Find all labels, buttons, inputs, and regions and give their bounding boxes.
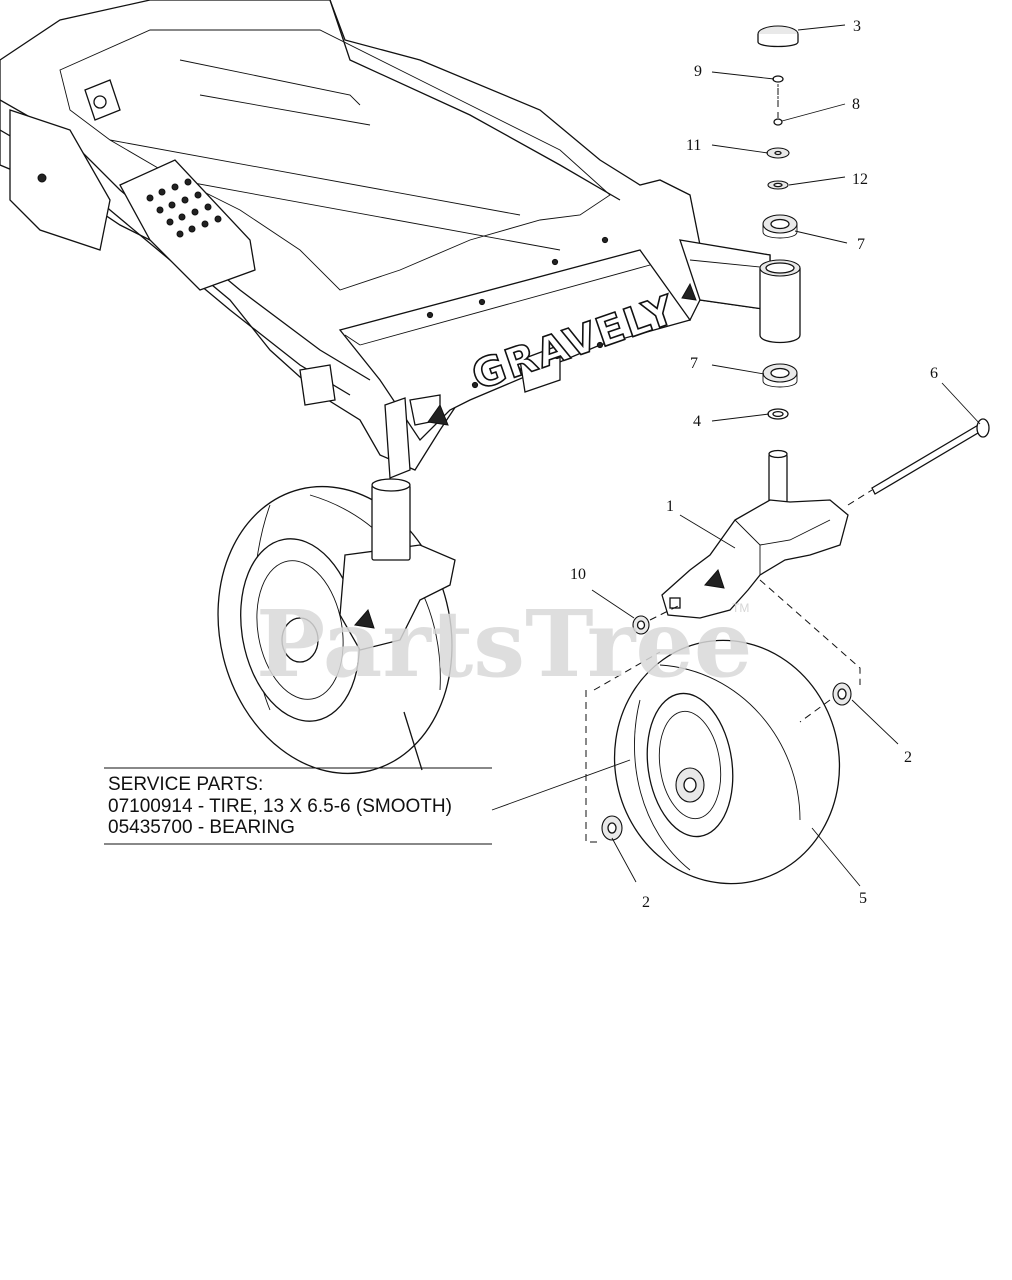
callout-4: 4 [693,413,701,430]
washer-8 [773,118,783,126]
service-parts-note: SERVICE PARTS: 07100914 - TIRE, 13 X 6.5… [104,767,492,845]
bearing-lower [762,363,798,388]
tire-wheel [613,639,841,885]
callout-8: 8 [852,96,860,113]
spacer-right [832,682,852,706]
left-caster-wheel-assembly [217,478,456,775]
callout-6: 6 [930,365,938,382]
callout-7-upper: 7 [857,236,865,253]
washer-11 [766,147,790,159]
callout-3: 3 [853,18,861,35]
lock-nut [632,615,650,635]
dust-cap [757,25,799,48]
service-part-bearing: 05435700 - BEARING [108,817,295,838]
callout-10: 10 [570,566,586,583]
exploded-parts [585,25,990,885]
callout-2-left: 2 [642,894,650,911]
washer-12 [767,180,789,190]
partstree-watermark: PartsTree TM [256,590,752,698]
service-part-tire: 07100914 - TIRE, 13 X 6.5-6 (SMOOTH) [108,796,452,817]
callout-labels: 3 9 8 11 12 7 7 4 6 1 10 2 2 5 [570,18,938,911]
svg-text:PartsTree: PartsTree [256,590,752,698]
mower-frame: GRAVELY [0,0,771,479]
caster-yoke [661,449,849,619]
svg-text:TM: TM [732,601,749,615]
axle-bolt [847,418,990,506]
callout-1: 1 [666,498,674,515]
bearing-upper [762,214,798,239]
service-parts-heading: SERVICE PARTS: [108,774,263,795]
callout-2-right: 2 [904,749,912,766]
callout-11: 11 [686,137,701,154]
caster-tube [759,259,801,344]
callout-5: 5 [859,890,867,907]
spacer-left [601,815,623,841]
callout-leaders [491,24,981,887]
washer-4 [767,408,789,420]
callout-12: 12 [852,171,868,188]
callout-7-lower: 7 [690,355,698,372]
callout-9: 9 [694,63,702,80]
